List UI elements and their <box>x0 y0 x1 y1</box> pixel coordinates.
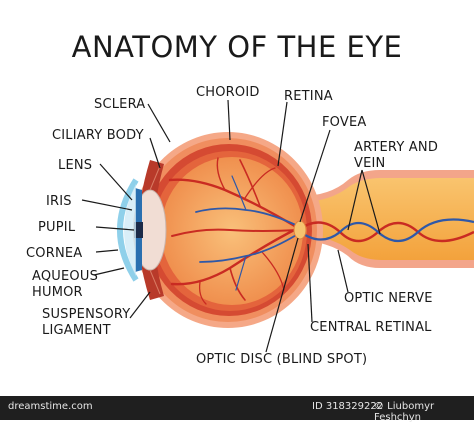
watermark-footer-bar <box>0 396 474 420</box>
label-retina: RETINA <box>284 89 333 104</box>
footer-brand: dreamstime.com <box>8 401 93 412</box>
label-iris: IRIS <box>46 194 72 209</box>
label-suspensory-ligament-2: LIGAMENT <box>42 323 111 338</box>
footer-image-id: ID 318329222 <box>312 401 384 412</box>
diagram-title: ANATOMY OF THE EYE <box>72 30 403 64</box>
optic-disc <box>293 220 307 240</box>
label-ciliary-body: CILIARY BODY <box>52 128 144 143</box>
anterior-segment <box>117 160 167 300</box>
label-optic-nerve: OPTIC NERVE <box>344 291 433 306</box>
label-aqueous-humor-1: AQUEOUS <box>32 269 98 284</box>
cornea-shape <box>117 178 139 282</box>
leader-lines <box>81 99 381 353</box>
label-suspensory-ligament-1: SUSPENSORY <box>42 307 130 322</box>
label-cornea: CORNEA <box>26 246 82 261</box>
retinal-vessels <box>168 157 300 305</box>
labels: SCLERA CILIARY BODY LENS IRIS PUPIL CORN… <box>26 85 438 367</box>
label-fovea: FOVEA <box>322 115 366 130</box>
label-sclera: SCLERA <box>94 97 145 112</box>
central-retinal-vessels <box>297 218 474 243</box>
footer-author: © Liubomyr Feshchyn <box>374 401 435 423</box>
label-artery-vein-1: ARTERY AND <box>354 140 438 155</box>
label-aqueous-humor-2: HUMOR <box>32 285 83 300</box>
label-lens: LENS <box>58 158 92 173</box>
pupil-shape <box>134 222 143 238</box>
label-central-retinal: CENTRAL RETINAL <box>310 320 432 335</box>
label-artery-vein-2: VEIN <box>354 156 385 171</box>
label-optic-disc: OPTIC DISC (BLIND SPOT) <box>196 352 367 367</box>
label-choroid: CHOROID <box>196 85 260 100</box>
label-pupil: PUPIL <box>38 220 76 235</box>
